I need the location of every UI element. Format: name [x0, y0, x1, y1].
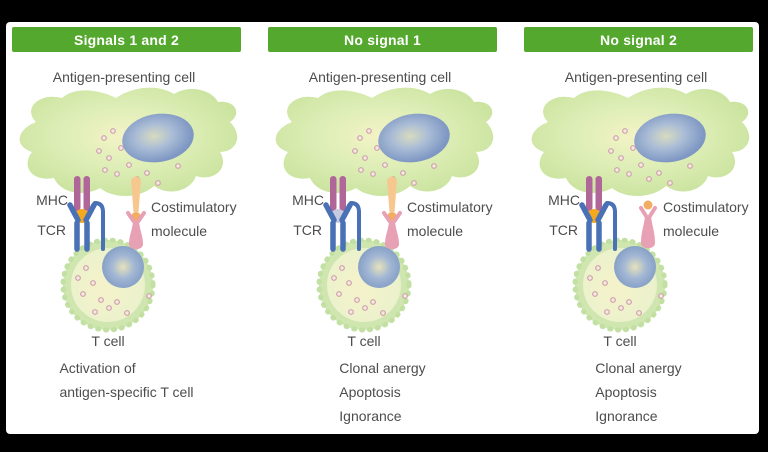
mhc-label: MHC — [36, 192, 68, 208]
outcome-line: Ignorance — [339, 408, 402, 424]
apc-granules — [352, 128, 437, 186]
t-cell-granules — [75, 265, 152, 316]
panel-signals-1-and-2: Signals 1 and 2 Antigen-presenting cell — [12, 27, 241, 428]
outcome-line: Clonal anergy — [595, 360, 682, 376]
coreceptor-molecule — [93, 201, 105, 251]
outcome-text: Clonal anergy Apoptosis Ignorance — [595, 356, 681, 428]
panel-illustration: Antigen-presenting cell — [275, 69, 494, 349]
outcome-text: Clonal anergy Apoptosis Ignorance — [339, 356, 425, 428]
apc-label: Antigen-presenting cell — [565, 69, 707, 85]
diagram-canvas: Signals 1 and 2 Antigen-presenting cell — [6, 22, 759, 434]
apc-granules — [608, 128, 693, 186]
t-cell-granules — [587, 265, 664, 316]
t-cell-granules — [331, 265, 408, 316]
outcome-line: antigen-specific T cell — [59, 384, 194, 400]
costimulatory-label-line1: Costimulatory — [663, 199, 749, 215]
tcr-label: TCR — [549, 222, 578, 238]
t-cell — [60, 237, 156, 333]
outcome-line: Activation of — [59, 360, 136, 376]
panels-row: Signals 1 and 2 Antigen-presenting cell — [6, 22, 759, 428]
tcr-label: TCR — [293, 222, 322, 238]
costimulatory-receptor — [126, 211, 146, 250]
outcome-line: Ignorance — [595, 408, 658, 424]
apc-label: Antigen-presenting cell — [53, 69, 195, 85]
apc-nucleus — [634, 113, 706, 163]
coreceptor-molecule — [349, 201, 361, 251]
tcr-molecule — [67, 202, 97, 252]
panel-no-signal-2: No signal 2 Antigen-presenting cell — [524, 27, 753, 428]
panel-illustration: Antigen-presenting cell — [531, 69, 750, 349]
t-cell-label: T cell — [603, 333, 636, 349]
costimulatory-receptor — [382, 211, 402, 250]
t-cell-nucleus — [102, 246, 144, 288]
costimulatory-ligand — [131, 176, 141, 222]
mhc-label: MHC — [548, 192, 580, 208]
costimulatory-label-line2: molecule — [407, 223, 463, 239]
t-cell — [572, 237, 668, 333]
t-cell-nucleus — [614, 246, 656, 288]
costimulatory-label-line1: Costimulatory — [407, 199, 493, 215]
mhc-molecule — [330, 176, 346, 211]
mhc-molecule — [74, 176, 90, 211]
panel-header-badge: Signals 1 and 2 — [12, 27, 241, 52]
costimulatory-label-line2: molecule — [663, 223, 719, 239]
panel-illustration: Antigen-presenting cell — [19, 69, 238, 349]
mhc-molecule — [586, 176, 602, 211]
apc-granules — [96, 128, 181, 186]
t-cell-nucleus — [358, 246, 400, 288]
tcr-molecule — [323, 202, 353, 252]
t-cell — [316, 237, 412, 333]
tcr-label: TCR — [37, 222, 66, 238]
outcome-text: Activation of antigen-specific T cell — [59, 356, 193, 404]
t-cell-label: T cell — [347, 333, 380, 349]
coreceptor-molecule — [605, 201, 617, 251]
costimulatory-label-line2: molecule — [151, 223, 207, 239]
costimulatory-ligand — [387, 176, 397, 222]
outcome-line: Clonal anergy — [339, 360, 426, 376]
mhc-label: MHC — [292, 192, 324, 208]
apc-label: Antigen-presenting cell — [309, 69, 451, 85]
tcr-molecule — [579, 202, 609, 252]
panel-header-badge: No signal 1 — [268, 27, 497, 52]
panel-header-badge: No signal 2 — [524, 27, 753, 52]
apc-nucleus — [378, 113, 450, 163]
outcome-line: Apoptosis — [595, 384, 657, 400]
apc-nucleus — [122, 113, 194, 163]
t-cell-label: T cell — [91, 333, 124, 349]
outcome-line: Apoptosis — [339, 384, 401, 400]
panel-no-signal-1: No signal 1 Antigen-presenting cell — [268, 27, 497, 428]
costimulatory-receptor-unbound — [639, 200, 657, 249]
costimulatory-label-line1: Costimulatory — [151, 199, 237, 215]
